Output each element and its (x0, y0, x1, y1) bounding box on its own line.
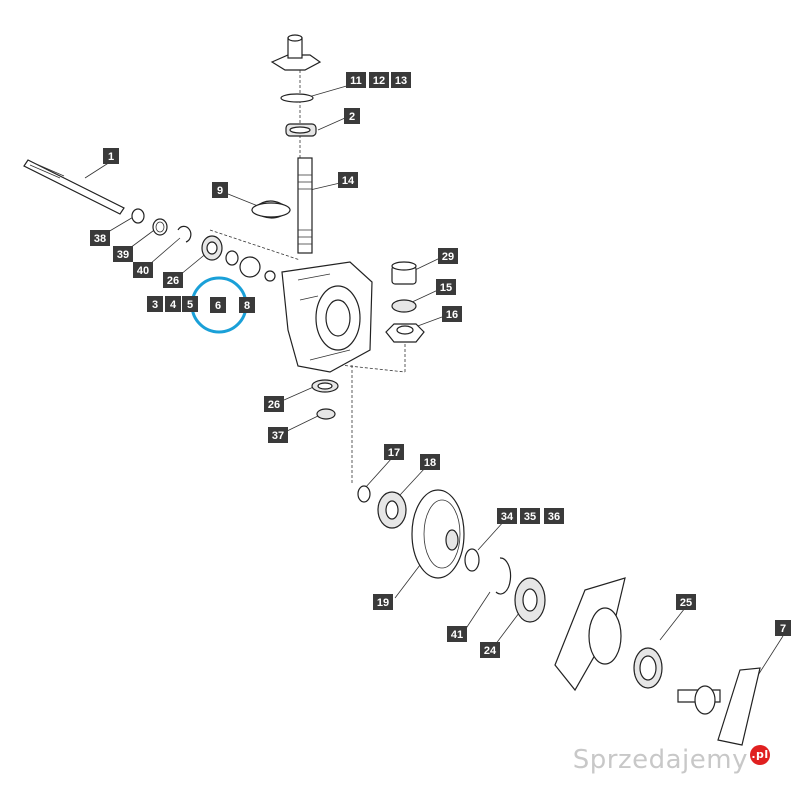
label-11: 11 (346, 72, 366, 88)
svg-text:15: 15 (440, 282, 452, 294)
leader-lines (84, 84, 784, 681)
svg-text:5: 5 (187, 299, 193, 311)
label-13: 13 (391, 72, 411, 88)
label-12: 12 (369, 72, 389, 88)
label-40: 40 (133, 262, 153, 278)
label-9: 9 (212, 182, 228, 198)
top-flange (270, 34, 322, 71)
svg-text:19: 19 (377, 597, 389, 609)
svg-text:29: 29 (442, 251, 454, 263)
label-25: 25 (676, 594, 696, 610)
svg-text:26: 26 (167, 275, 179, 287)
label-26-upper: 26 (163, 272, 183, 288)
parts-17-18 (357, 485, 407, 529)
svg-text:3: 3 (152, 299, 158, 311)
label-7: 7 (775, 620, 791, 636)
svg-text:35: 35 (524, 511, 536, 523)
svg-text:13: 13 (395, 75, 407, 87)
parts-29-15-16 (385, 261, 425, 343)
bearing-part-26 (201, 235, 276, 282)
svg-text:25: 25 (680, 597, 692, 609)
label-29: 29 (438, 248, 458, 264)
svg-text:12: 12 (373, 75, 385, 87)
label-35: 35 (520, 508, 540, 524)
label-8: 8 (239, 297, 255, 313)
label-14: 14 (338, 172, 358, 188)
watermark-badge: .pl (750, 745, 770, 765)
label-16: 16 (442, 306, 462, 322)
label-36: 36 (544, 508, 564, 524)
svg-text:41: 41 (451, 629, 463, 641)
svg-text:17: 17 (388, 447, 400, 459)
label-1: 1 (103, 148, 119, 164)
label-18: 18 (420, 454, 440, 470)
label-26-lower: 26 (264, 396, 284, 412)
label-4: 4 (165, 296, 181, 312)
svg-text:11: 11 (350, 75, 362, 87)
parts-34-41-24 (464, 548, 546, 623)
label-34: 34 (497, 508, 517, 524)
label-41: 41 (447, 626, 467, 642)
watermark-text: Sprzedajemy (572, 745, 748, 775)
cap-part-9 (251, 200, 291, 219)
label-5: 5 (182, 296, 198, 312)
label-2: 2 (344, 108, 360, 124)
label-19: 19 (373, 594, 393, 610)
svg-text:6: 6 (215, 300, 221, 312)
svg-text:4: 4 (170, 299, 177, 311)
label-24: 24 (480, 642, 500, 658)
cover-plate (554, 577, 626, 692)
watermark: Sprzedajemy.pl (573, 745, 770, 775)
svg-text:38: 38 (94, 233, 106, 245)
seal-part-25 (633, 647, 663, 689)
label-15: 15 (436, 279, 456, 295)
label-38: 38 (90, 230, 110, 246)
svg-text:16: 16 (446, 309, 458, 321)
svg-text:18: 18 (424, 457, 436, 469)
ring-11-bearing-2 (280, 93, 317, 137)
svg-text:34: 34 (501, 511, 514, 523)
label-37: 37 (268, 427, 288, 443)
parts-26-37-lower (311, 379, 339, 420)
svg-text:9: 9 (217, 185, 223, 197)
svg-text:37: 37 (272, 430, 284, 442)
shaft-part-1 (23, 159, 125, 215)
label-3: 3 (147, 296, 163, 312)
svg-text:2: 2 (349, 111, 355, 123)
svg-text:36: 36 (548, 511, 560, 523)
svg-text:7: 7 (780, 623, 786, 635)
svg-text:24: 24 (484, 645, 497, 657)
bevel-gear-part-19 (411, 489, 465, 579)
label-39: 39 (113, 246, 133, 262)
svg-text:8: 8 (244, 300, 250, 312)
svg-text:14: 14 (342, 175, 355, 187)
label-6: 6 (210, 297, 226, 313)
label-17: 17 (384, 444, 404, 460)
rings-38-39-40 (131, 208, 192, 243)
shaft-part-14 (297, 157, 313, 254)
svg-text:39: 39 (117, 249, 129, 261)
svg-text:40: 40 (137, 265, 149, 277)
gearbox-housing (281, 261, 373, 373)
svg-text:1: 1 (108, 151, 114, 163)
svg-text:26: 26 (268, 399, 280, 411)
output-flange-part-7 (677, 667, 761, 746)
